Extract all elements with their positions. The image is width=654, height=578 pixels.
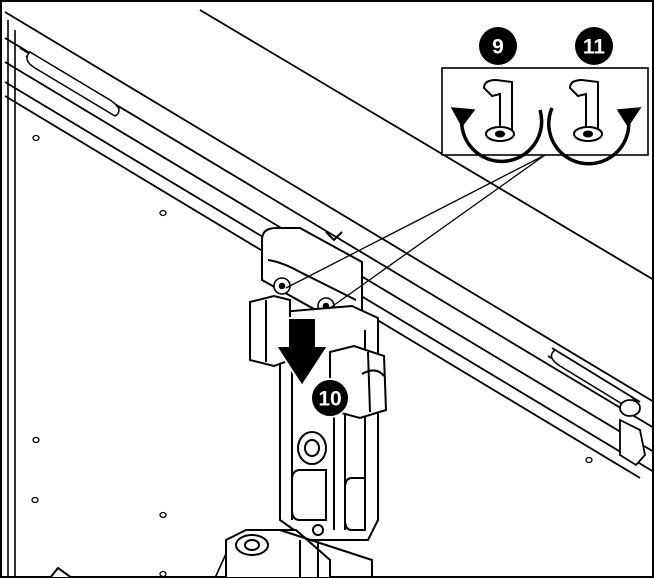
step-badge-9: 9 bbox=[479, 27, 517, 65]
base-plate bbox=[225, 524, 373, 578]
clockwise-rotate-arrow-icon bbox=[547, 107, 642, 166]
step-number-10: 10 bbox=[318, 388, 341, 411]
counterclockwise-rotate-arrow-icon bbox=[450, 107, 544, 164]
step-badge-11: 11 bbox=[575, 27, 613, 65]
step-number-9: 9 bbox=[492, 36, 504, 59]
tool-inset bbox=[441, 67, 649, 166]
step-badge-10: 10 bbox=[310, 378, 350, 418]
bottom-left-fragment bbox=[48, 566, 74, 578]
rail-end-cap bbox=[619, 399, 646, 467]
plate-holes bbox=[31, 134, 593, 578]
allen-key-icon bbox=[568, 78, 603, 142]
leader-lines bbox=[285, 154, 546, 309]
allen-key-icon bbox=[482, 78, 515, 142]
step-number-11: 11 bbox=[583, 36, 606, 59]
down-arrow-icon bbox=[274, 317, 330, 388]
